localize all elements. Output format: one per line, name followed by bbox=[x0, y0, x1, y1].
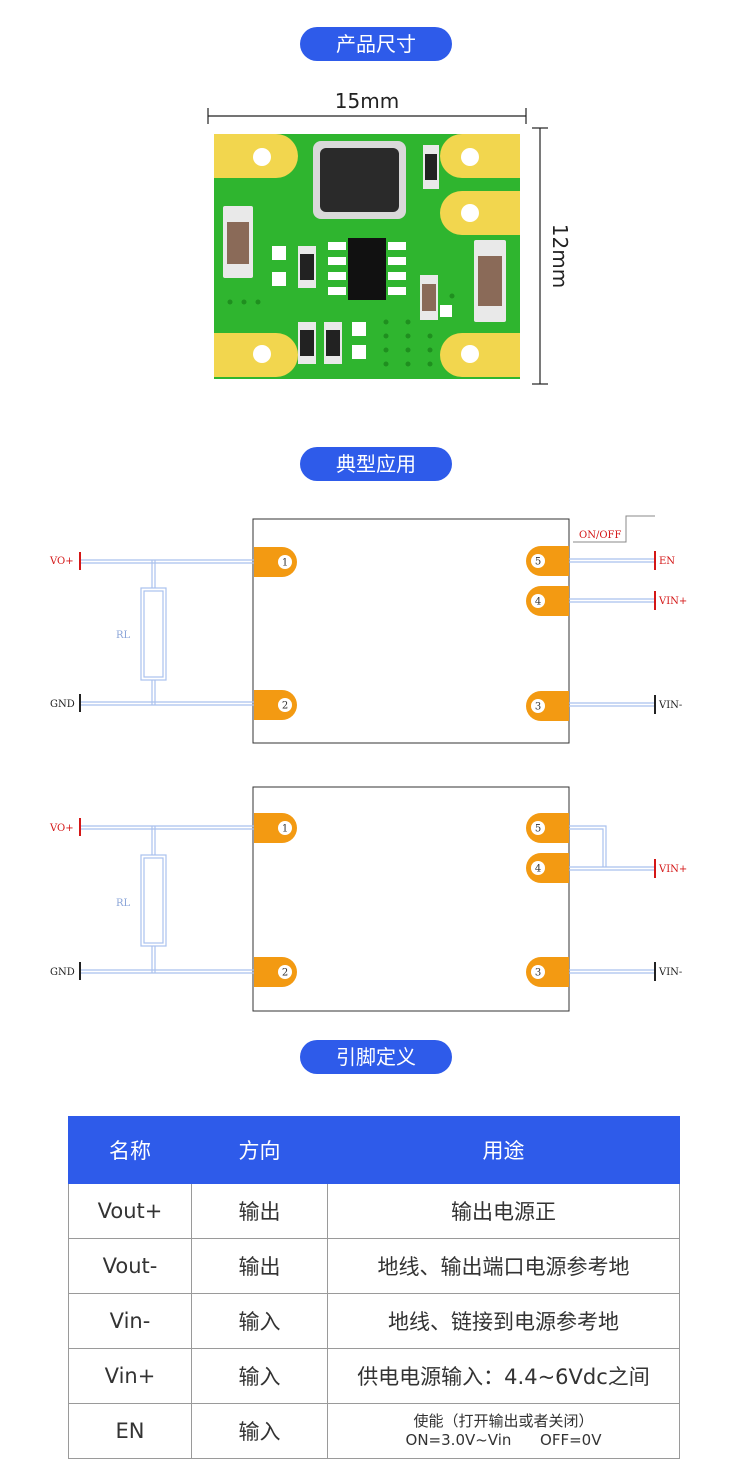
table-row: Vout+ 输出 输出电源正 bbox=[68, 1183, 680, 1239]
pin-4-number: 4 bbox=[535, 597, 541, 608]
section-title-size: 产品尺寸 bbox=[300, 27, 452, 61]
pin-usage: 使能（打开输出或者关闭） ON=3.0V~Vin OFF=0V bbox=[327, 1403, 680, 1459]
pin-usage: 供电电源输入：4.4~6Vdc之间 bbox=[327, 1348, 680, 1404]
pin-2-number: 2 bbox=[282, 701, 288, 712]
table-header-row: 名称 方向 用途 bbox=[68, 1116, 680, 1184]
application-circuit-with-enable: VO+ GND RL ON/OFF EN VIN+ VIN- 1 2 3 4 5 bbox=[49, 515, 687, 744]
pin-direction: 输入 bbox=[191, 1348, 328, 1404]
width-dimension-label: 15mm bbox=[335, 89, 399, 113]
gnd-label: GND bbox=[50, 967, 75, 978]
pin-direction: 输出 bbox=[191, 1183, 328, 1239]
pin-name: Vin+ bbox=[68, 1348, 192, 1404]
pin-name: EN bbox=[68, 1403, 192, 1459]
pin-direction: 输入 bbox=[191, 1293, 328, 1349]
header-direction: 方向 bbox=[191, 1116, 328, 1184]
pin-5-number: 5 bbox=[535, 557, 541, 568]
gnd-label: GND bbox=[50, 699, 75, 710]
pcb-board bbox=[214, 134, 520, 379]
section-title-application: 典型应用 bbox=[300, 447, 452, 481]
pin-1-number: 1 bbox=[282, 558, 288, 569]
vin-plus-label: VIN+ bbox=[658, 864, 687, 875]
pin-usage-line-1: 使能（打开输出或者关闭） bbox=[413, 1412, 594, 1430]
pin-direction: 输入 bbox=[191, 1403, 328, 1459]
pin-name: Vout- bbox=[68, 1238, 192, 1294]
pin-usage: 输出电源正 bbox=[327, 1183, 680, 1239]
table-row: EN 输入 使能（打开输出或者关闭） ON=3.0V~Vin OFF=0V bbox=[68, 1403, 680, 1459]
vo-plus-label: VO+ bbox=[49, 823, 74, 834]
pin-direction: 输出 bbox=[191, 1238, 328, 1294]
table-row: Vout- 输出 地线、输出端口电源参考地 bbox=[68, 1238, 680, 1294]
pin-usage: 地线、链接到电源参考地 bbox=[327, 1293, 680, 1349]
vin-minus-label: VIN- bbox=[658, 700, 682, 711]
table-row: Vin- 输入 地线、链接到电源参考地 bbox=[68, 1293, 680, 1349]
en-label: EN bbox=[659, 556, 675, 567]
pin-3-number: 3 bbox=[535, 702, 541, 713]
pin-name: Vin- bbox=[68, 1293, 192, 1349]
section-title-pins: 引脚定义 bbox=[300, 1040, 452, 1074]
vin-plus-label: VIN+ bbox=[658, 596, 687, 607]
pcb-dimension-figure: 15mm 12mm bbox=[207, 89, 572, 385]
header-name: 名称 bbox=[68, 1116, 192, 1184]
application-circuit-en-tied: VO+ GND RL VIN+ VIN- 1 2 3 4 5 bbox=[49, 786, 687, 1012]
height-dimension-label: 12mm bbox=[548, 224, 572, 288]
pin-usage-line-2: ON=3.0V~Vin OFF=0V bbox=[405, 1431, 602, 1449]
pin-3-number: 3 bbox=[535, 968, 541, 979]
vin-minus-label: VIN- bbox=[658, 967, 682, 978]
pin-2-number: 2 bbox=[282, 968, 288, 979]
pin-definition-table: 名称 方向 用途 Vout+ 输出 输出电源正 Vout- 输出 地线、输出端口… bbox=[68, 1116, 680, 1459]
rl-label: RL bbox=[116, 898, 131, 909]
pin-1-number: 1 bbox=[282, 824, 288, 835]
pin-usage: 地线、输出端口电源参考地 bbox=[327, 1238, 680, 1294]
vo-plus-label: VO+ bbox=[49, 556, 74, 567]
rl-label: RL bbox=[116, 630, 131, 641]
on-off-label: ON/OFF bbox=[579, 530, 621, 541]
pin-4-number: 4 bbox=[535, 864, 541, 875]
pin-5-number: 5 bbox=[535, 824, 541, 835]
table-row: Vin+ 输入 供电电源输入：4.4~6Vdc之间 bbox=[68, 1348, 680, 1404]
header-usage: 用途 bbox=[327, 1116, 680, 1184]
pin-name: Vout+ bbox=[68, 1183, 192, 1239]
